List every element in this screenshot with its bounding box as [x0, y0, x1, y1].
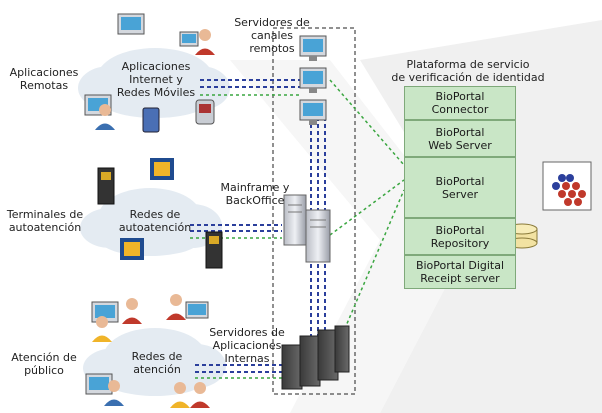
channel-server-monitors [299, 35, 327, 125]
internal-server-rack [281, 325, 350, 390]
cloud-self-service [80, 188, 222, 256]
green-links [190, 79, 405, 379]
bioportal-logo-icon [542, 161, 592, 211]
service-user-avatars [92, 294, 210, 408]
blue-links [190, 79, 326, 373]
remote-user-avatars [95, 29, 215, 130]
mainframe-towers [283, 194, 331, 263]
service-desk-icons [85, 301, 209, 395]
atm-terminal-icons [97, 158, 223, 269]
